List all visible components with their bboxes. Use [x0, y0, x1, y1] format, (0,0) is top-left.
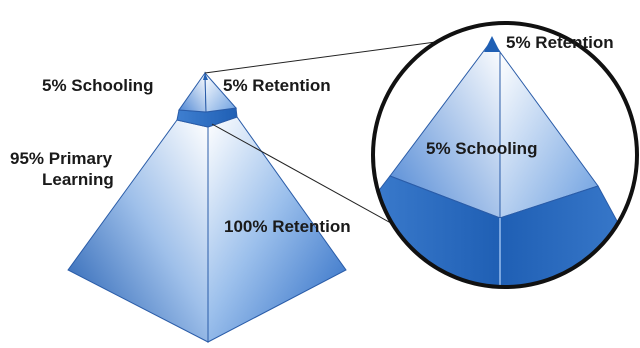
zoom-leader-line-bottom — [211, 123, 419, 239]
label-schooling-small: 5% Schooling — [42, 76, 153, 95]
label-zoom-schooling: 5% Schooling — [426, 139, 537, 158]
pyramid-cap-left — [178, 71, 207, 113]
zoom-leader-line-top — [204, 40, 444, 74]
pyramid-apex — [203, 73, 208, 80]
zoom-apex — [484, 36, 500, 52]
pyramid-cap-right — [204, 71, 237, 113]
main-pyramid — [67, 71, 347, 343]
label-primary-learning-line2: Learning — [42, 170, 114, 189]
label-primary-learning-line1: 95% Primary — [10, 149, 113, 168]
label-zoom-retention: 5% Retention — [506, 33, 614, 52]
label-retention-small: 5% Retention — [223, 76, 331, 95]
zoom-circle-outline — [371, 21, 639, 289]
zoom-circle — [371, 21, 639, 289]
label-retention-full: 100% Retention — [224, 217, 351, 236]
